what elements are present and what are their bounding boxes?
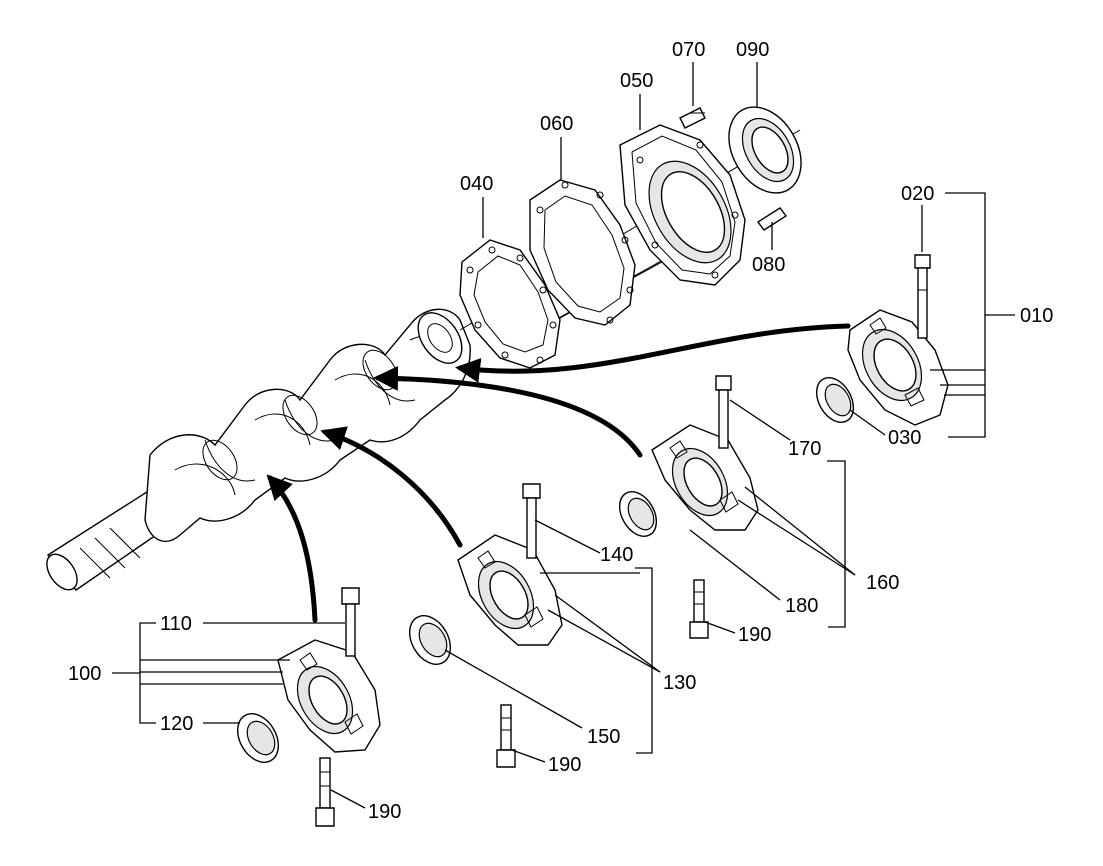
bolt-080 <box>756 207 788 231</box>
label-120: 120 <box>160 713 193 735</box>
assembly-arrow-010 <box>455 323 851 383</box>
label-190-low: 190 <box>548 754 581 776</box>
bearing-shell-120 <box>237 713 279 763</box>
crankshaft <box>46 308 471 591</box>
assembly-arrow-130 <box>320 426 463 548</box>
assembly-arrow-100 <box>266 474 318 623</box>
bearing-shell-030 <box>815 377 855 423</box>
gasket-060 <box>529 179 636 326</box>
label-040: 040 <box>460 173 493 195</box>
label-180: 180 <box>785 595 818 617</box>
bolt-110 <box>341 587 360 657</box>
bolt-190-low <box>496 704 516 768</box>
bearing-carrier-100 <box>277 639 381 753</box>
label-100: 100 <box>68 663 101 685</box>
label-110: 110 <box>160 613 192 635</box>
label-150: 150 <box>587 726 620 748</box>
label-030: 030 <box>888 427 921 449</box>
label-090: 090 <box>736 39 769 61</box>
bearing-shell-140 <box>618 491 658 537</box>
bolt-190-bottom <box>315 757 335 827</box>
bearing-carrier-010 <box>847 309 949 426</box>
bolt-070 <box>679 107 706 129</box>
bolt-020 <box>914 254 931 339</box>
bolt-170 <box>715 375 732 449</box>
label-140: 140 <box>600 544 633 566</box>
label-080: 080 <box>752 254 785 276</box>
leader-lines <box>112 62 1015 809</box>
bearing-carrier-160 <box>651 424 759 531</box>
seal-ring-090 <box>728 106 802 194</box>
bolt-130-top <box>522 483 541 559</box>
label-160: 160 <box>866 572 899 594</box>
gasket-040 <box>459 239 561 369</box>
label-170: 170 <box>788 438 821 460</box>
label-010: 010 <box>1020 305 1053 327</box>
assembly-arrow-160 <box>373 365 643 458</box>
bearing-carrier-130 <box>457 534 563 646</box>
label-060: 060 <box>540 113 573 135</box>
label-020: 020 <box>901 183 934 205</box>
label-070: 070 <box>672 39 705 61</box>
bearing-shell-150 <box>409 615 451 665</box>
label-190-bottom: 190 <box>368 801 401 823</box>
label-050: 050 <box>620 70 653 92</box>
label-190-mid: 190 <box>738 624 771 646</box>
seal-housing-050 <box>619 124 746 286</box>
label-130: 130 <box>663 672 696 694</box>
bolt-190-mid <box>689 579 709 639</box>
